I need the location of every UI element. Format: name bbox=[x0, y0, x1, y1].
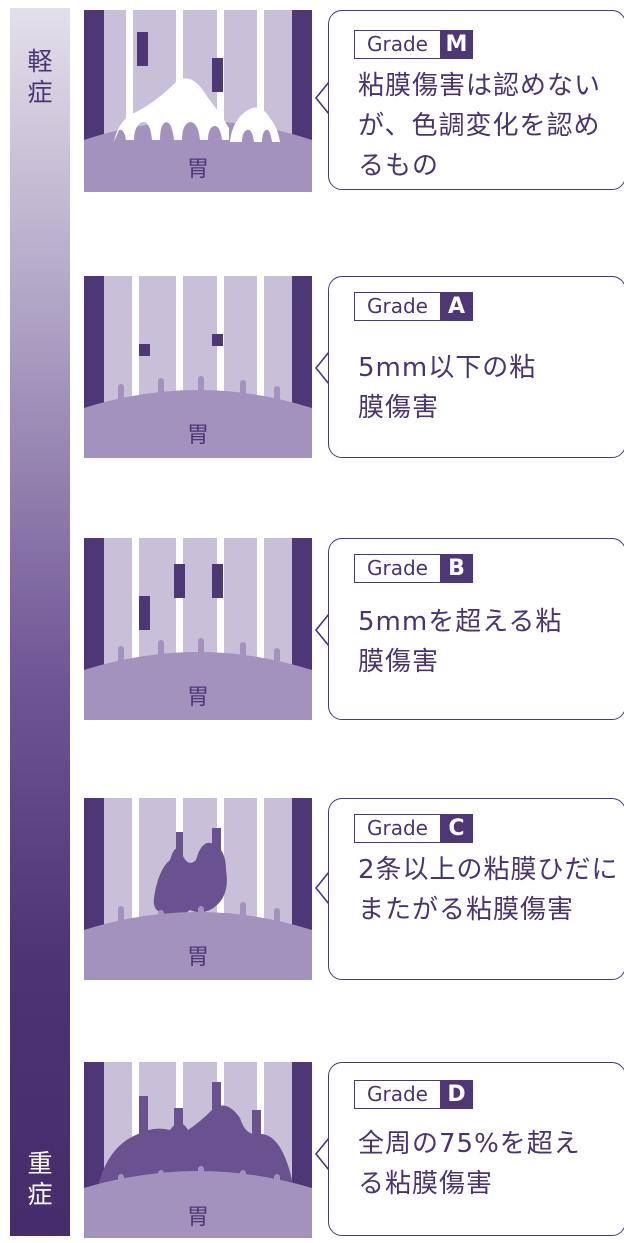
grade-letter: C bbox=[439, 814, 473, 843]
speech-tail-grade-a bbox=[314, 351, 330, 385]
grade-badge-m: Grade M bbox=[354, 30, 473, 59]
grade-word: Grade bbox=[354, 1080, 440, 1109]
grade-word: Grade bbox=[354, 292, 440, 321]
grade-letter: D bbox=[439, 1080, 473, 1109]
severe-label-char-1: 重 bbox=[27, 1149, 53, 1178]
grade-description: 粘膜傷害は認めないが、色調変化を認めるもの bbox=[358, 71, 602, 181]
grade-badge-a: Grade A bbox=[354, 292, 473, 321]
speech-tail-grade-c bbox=[314, 871, 330, 905]
grade-letter: A bbox=[439, 292, 473, 321]
illustration-grade-a: 胃 bbox=[84, 276, 312, 458]
illustration-grade-b: 胃 bbox=[84, 538, 312, 720]
grade-badge-d: Grade D bbox=[354, 1080, 473, 1109]
severity-mild-label: 軽 症 bbox=[10, 46, 70, 108]
mild-label-char-1: 軽 bbox=[27, 47, 53, 76]
illustration-grade-m: 胃 bbox=[84, 10, 312, 192]
grade-description: 2条以上の粘膜ひだにまたがる粘膜傷害 bbox=[358, 855, 619, 925]
mild-label-char-2: 症 bbox=[27, 78, 53, 107]
severity-scale-bar bbox=[10, 8, 70, 1236]
stomach-label-text: 胃 bbox=[187, 157, 209, 182]
grade-word: Grade bbox=[354, 30, 440, 59]
grade-letter: M bbox=[439, 30, 473, 59]
grade-letter: B bbox=[439, 554, 473, 583]
grade-badge-b: Grade B bbox=[354, 554, 473, 583]
grade-word: Grade bbox=[354, 814, 440, 843]
grade-badge-c: Grade C bbox=[354, 814, 473, 843]
grade-word: Grade bbox=[354, 554, 440, 583]
speech-tail-grade-m bbox=[314, 81, 330, 115]
speech-tail-grade-b bbox=[314, 613, 330, 647]
grade-description: 5mmを超える粘膜傷害 bbox=[358, 607, 563, 677]
illustration-grade-c: 胃 bbox=[84, 798, 312, 980]
speech-tail-grade-d bbox=[314, 1137, 330, 1171]
severity-severe-label: 重 症 bbox=[10, 1148, 70, 1210]
stomach-label-text: 胃 bbox=[187, 685, 209, 710]
stomach-label-text: 胃 bbox=[187, 945, 209, 970]
stomach-label-text: 胃 bbox=[187, 423, 209, 448]
grade-description: 全周の75%を超える粘膜傷害 bbox=[358, 1129, 581, 1199]
severe-label-char-2: 症 bbox=[27, 1180, 53, 1209]
illustration-grade-d: 胃 bbox=[84, 1062, 312, 1238]
stomach-label-text: 胃 bbox=[187, 1205, 209, 1230]
grade-description: 5mm以下の粘膜傷害 bbox=[358, 353, 537, 423]
